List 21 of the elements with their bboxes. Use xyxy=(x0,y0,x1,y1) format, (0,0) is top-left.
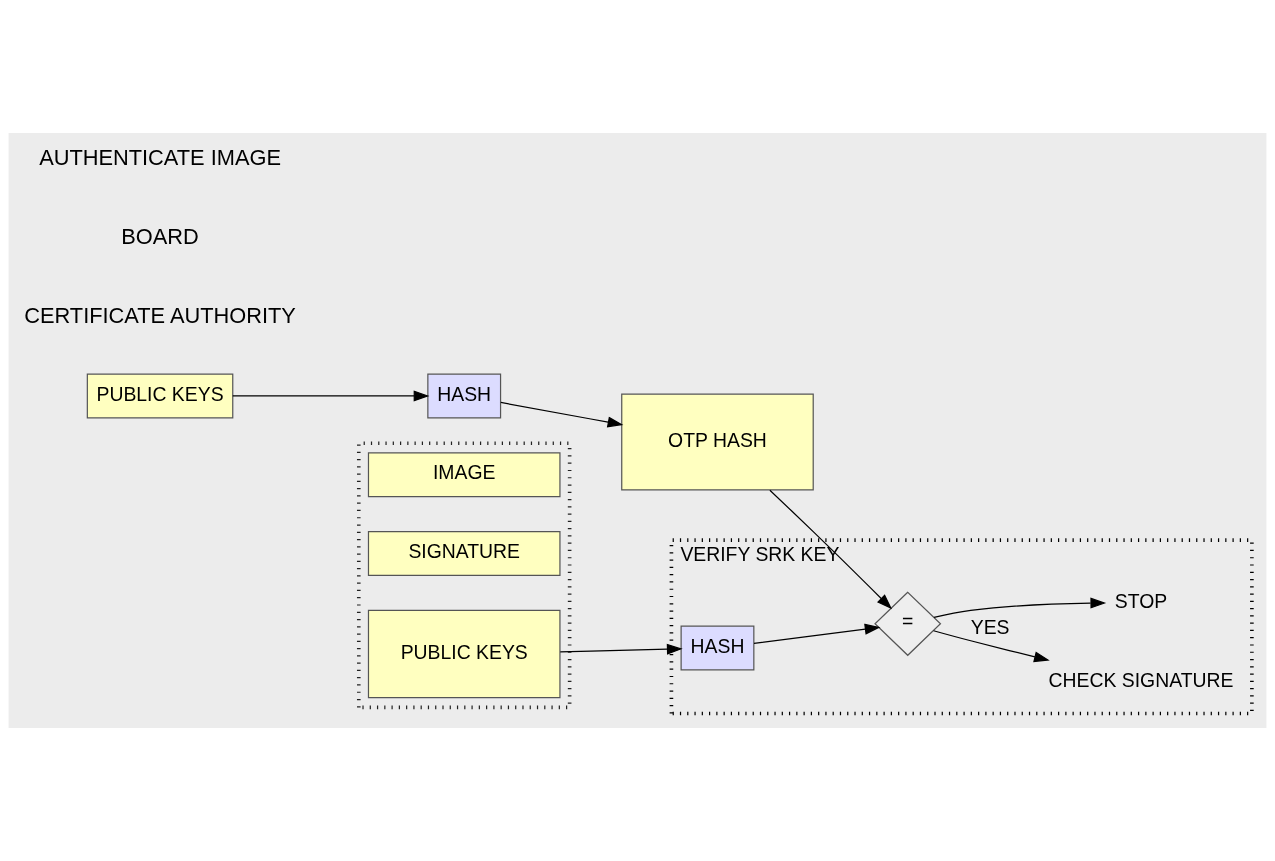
label: BOARD xyxy=(121,223,199,249)
node-box: SIGNATURE xyxy=(367,531,561,576)
arrow xyxy=(232,390,430,402)
node-box: HASH xyxy=(427,373,502,419)
node-box: PUBLIC KEYS xyxy=(367,609,561,699)
node-box: OTP HASH xyxy=(621,393,814,491)
arrow xyxy=(932,630,1050,663)
label: AUTHENTICATE IMAGE xyxy=(39,144,281,170)
node-box: IMAGE xyxy=(367,452,561,498)
arrow xyxy=(559,643,683,655)
arrow xyxy=(769,489,893,610)
node-text: CHECK SIGNATURE xyxy=(1048,668,1234,691)
node-box: PUBLIC KEYS xyxy=(86,373,234,419)
arrow xyxy=(933,597,1107,618)
label: CERTIFICATE AUTHORITY xyxy=(24,302,296,328)
node-box: HASH xyxy=(680,625,755,671)
cluster xyxy=(356,441,572,710)
node-text: STOP xyxy=(1114,589,1168,612)
arrow xyxy=(753,623,881,645)
edge-label: YES xyxy=(970,616,1010,639)
arrow xyxy=(500,401,624,428)
